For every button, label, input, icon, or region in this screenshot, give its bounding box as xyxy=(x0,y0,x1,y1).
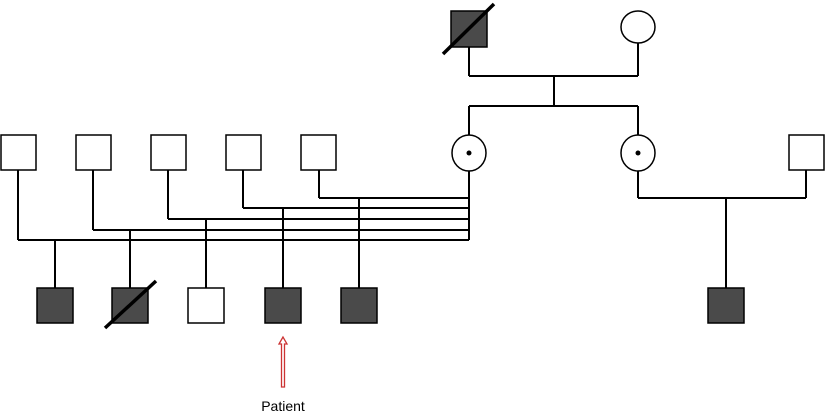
connection-lines xyxy=(17,43,807,288)
carrier-dot-II-7 xyxy=(635,150,641,156)
individual-III-6 xyxy=(707,287,745,324)
carrier-dot-II-6 xyxy=(466,150,472,156)
deceased-mark-I-1 xyxy=(441,2,496,56)
proband-arrow xyxy=(277,335,289,388)
proband-arrow-icon xyxy=(277,335,289,388)
individual-II-8 xyxy=(788,134,825,171)
individual-II-4 xyxy=(225,134,262,171)
individual-III-4 xyxy=(264,287,302,324)
individual-III-5 xyxy=(340,287,378,324)
individual-II-2 xyxy=(75,134,112,171)
individual-I-2 xyxy=(620,10,656,44)
patient-label: Patient xyxy=(261,398,305,414)
individual-II-1 xyxy=(0,134,37,171)
individual-III-1 xyxy=(36,287,74,324)
deceased-mark-III-2 xyxy=(103,279,158,330)
individual-II-5 xyxy=(300,134,337,171)
individual-III-3 xyxy=(187,287,225,324)
individual-II-3 xyxy=(150,134,187,171)
